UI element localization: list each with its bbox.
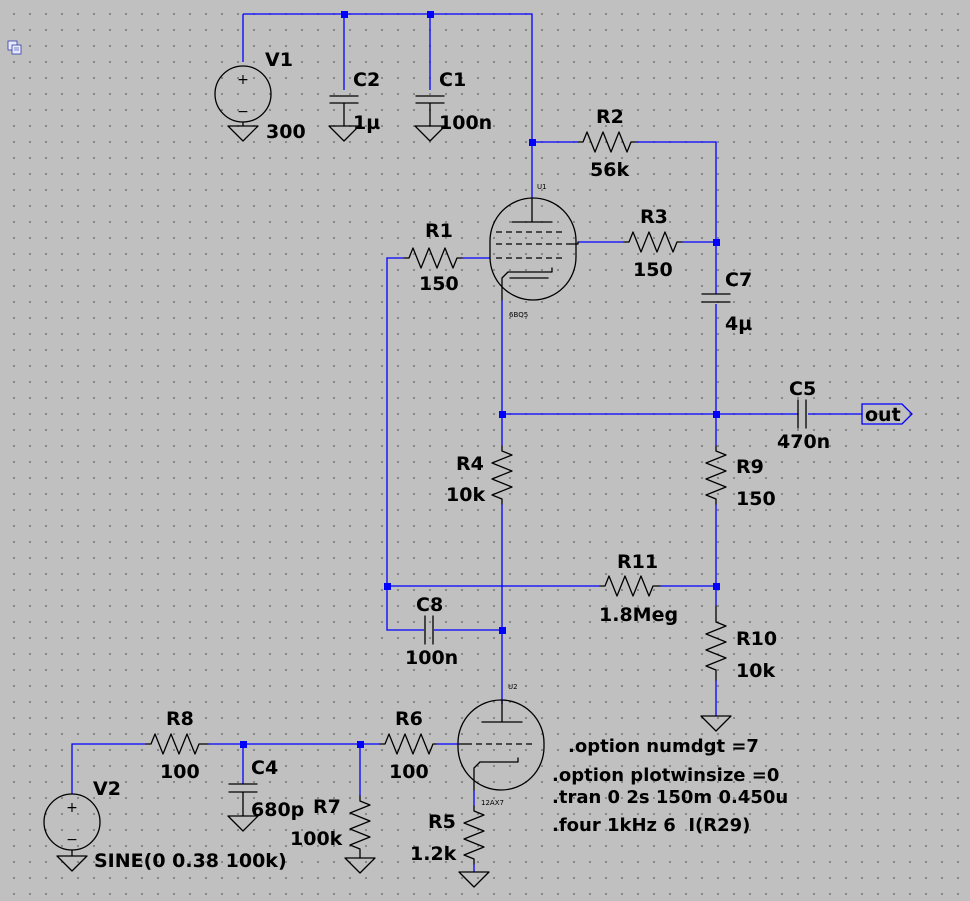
c4-name: C4 [251, 757, 278, 779]
junctions [240, 11, 720, 748]
voltage-source-v1[interactable]: + − V1 300 [214, 49, 306, 143]
v1-value: 300 [266, 121, 306, 143]
v2-plus-sign: + [66, 800, 78, 816]
c2-name: C2 [353, 69, 380, 91]
ground-icon [414, 125, 446, 142]
resistor-r8[interactable]: R8 100 [145, 708, 209, 783]
v1-minus-sign: − [237, 104, 249, 120]
directive-plotwinsize: .option plotwinsize =0 [552, 765, 779, 786]
resistor-r7[interactable]: R7 100k [290, 795, 376, 874]
ground-icon [56, 855, 88, 872]
ground-icon [328, 125, 360, 142]
resistor-r1[interactable]: R1 150 [403, 220, 463, 295]
r9-name: R9 [736, 456, 764, 478]
capacitor-c7[interactable]: C7 4µ [701, 269, 752, 335]
r3-name: R3 [640, 206, 668, 228]
capacitor-c4[interactable]: C4 680p [227, 757, 304, 832]
wires [71, 13, 862, 872]
resistor-r11[interactable]: R11 1.8Meg [599, 551, 678, 626]
r6-value: 100 [389, 761, 429, 783]
r8-name: R8 [166, 708, 194, 730]
wire-top-rail [243, 13, 533, 142]
directive-numdgt: .option numdgt =7 [568, 736, 759, 757]
resistor-r10[interactable]: R10 10k [700, 605, 777, 732]
resistor-r2[interactable]: R2 56k [577, 106, 637, 181]
ground-icon [700, 715, 732, 732]
r6-name: R6 [395, 708, 423, 730]
voltage-source-v2[interactable]: + − V2 SINE(0 0.38 100k) [43, 778, 287, 872]
v1-plus-sign: + [237, 72, 249, 88]
r9-value: 150 [736, 488, 776, 510]
r5-value: 1.2k [410, 843, 457, 865]
wire-r2-right [636, 141, 717, 242]
v2-value: SINE(0 0.38 100k) [94, 850, 287, 872]
u2-name: U2 [508, 683, 518, 691]
r7-value: 100k [290, 828, 343, 850]
r10-value: 10k [736, 660, 775, 682]
capacitor-c5[interactable]: C5 470n [777, 378, 830, 453]
r8-value: 100 [160, 761, 200, 783]
c2-value: 1µ [353, 112, 380, 134]
directive-tran: .tran 0 2s 150m 0.450u [552, 787, 788, 808]
c4-value: 680p [251, 799, 304, 821]
r3-value: 150 [633, 259, 673, 281]
directive-four: .four 1kHz 6 I(R29) [552, 815, 750, 836]
c5-value: 470n [777, 431, 830, 453]
vacuum-tube-u1[interactable]: U1 6BQ5 [489, 183, 579, 319]
r7-name: R7 [313, 796, 341, 818]
ground-icon [344, 857, 376, 874]
resistor-r6[interactable]: R6 100 [379, 708, 437, 783]
capacitor-c1[interactable]: C1 100n [414, 69, 492, 142]
ground-icon [227, 125, 259, 142]
r1-value: 150 [419, 273, 459, 295]
c1-value: 100n [439, 112, 492, 134]
resistor-r4[interactable]: R4 10k [446, 445, 513, 506]
v1-name: V1 [265, 49, 293, 71]
r5-name: R5 [428, 811, 456, 833]
ground-icon [458, 871, 490, 888]
r2-value: 56k [590, 159, 629, 181]
r2-name: R2 [596, 106, 624, 128]
document-icon [7, 40, 22, 55]
u1-name: U1 [537, 183, 547, 191]
resistor-r9[interactable]: R9 150 [705, 445, 776, 510]
c7-value: 4µ [725, 313, 752, 335]
resistor-r5[interactable]: R5 1.2k [410, 805, 490, 888]
spice-directives[interactable]: .option numdgt =7 .option plotwinsize =0… [552, 736, 788, 836]
r4-value: 10k [446, 484, 485, 506]
vacuum-tube-u2[interactable]: U2 12AX7 [457, 683, 545, 807]
r11-name: R11 [617, 551, 658, 573]
c8-value: 100n [405, 647, 458, 669]
c8-name: C8 [416, 594, 443, 616]
r10-name: R10 [736, 628, 777, 650]
v2-name: V2 [93, 778, 121, 800]
r11-value: 1.8Meg [599, 604, 678, 626]
wire-r1-left [386, 257, 424, 631]
u2-model: 12AX7 [481, 799, 504, 807]
ground-icon [227, 815, 259, 832]
r1-name: R1 [425, 220, 453, 242]
v2-minus-sign: − [66, 832, 78, 848]
capacitor-c8[interactable]: C8 100n [405, 594, 458, 669]
u1-model: 6BQ5 [509, 311, 528, 319]
r4-name: R4 [456, 453, 484, 475]
c5-name: C5 [789, 378, 816, 400]
net-label-out[interactable]: out [861, 403, 913, 426]
c1-name: C1 [439, 69, 466, 91]
out-label: out [865, 404, 901, 426]
wire-v2-top [71, 743, 146, 794]
c7-name: C7 [725, 269, 752, 291]
resistor-r3[interactable]: R3 150 [623, 206, 683, 281]
capacitor-c2[interactable]: C2 1µ [328, 69, 380, 142]
